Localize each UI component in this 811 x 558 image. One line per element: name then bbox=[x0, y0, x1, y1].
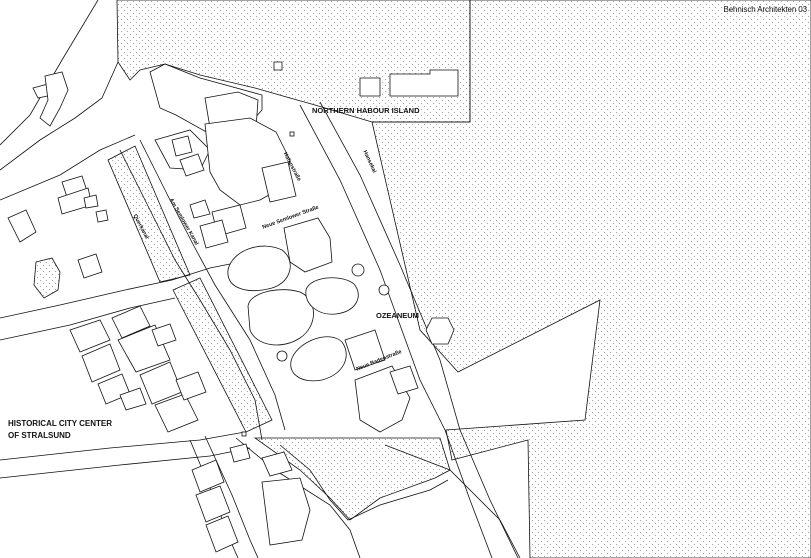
canal-semlower bbox=[172, 277, 273, 433]
water-areas bbox=[33, 0, 811, 558]
marker bbox=[241, 431, 247, 437]
small-markers bbox=[241, 131, 295, 437]
ozeaneum-buildings bbox=[227, 245, 390, 382]
building bbox=[69, 319, 111, 353]
ozeaneum-rotunda bbox=[378, 284, 390, 296]
ozeaneum-shell-1 bbox=[227, 245, 291, 291]
building bbox=[189, 199, 211, 219]
label-northern-habour-island: NORTHERN HABOUR ISLAND bbox=[312, 106, 420, 115]
building bbox=[389, 365, 419, 395]
building bbox=[273, 61, 283, 71]
building bbox=[191, 459, 225, 493]
building bbox=[179, 153, 205, 177]
building bbox=[199, 219, 229, 249]
building bbox=[154, 393, 199, 433]
building bbox=[151, 323, 177, 347]
harbour-basin-south bbox=[253, 437, 451, 521]
building bbox=[83, 194, 99, 209]
building bbox=[425, 317, 455, 345]
building bbox=[171, 135, 193, 157]
building bbox=[205, 515, 239, 553]
ozeaneum-rotunda bbox=[276, 350, 288, 362]
label-historical-city-center: HISTORICAL CITY CENTER bbox=[8, 419, 113, 428]
building bbox=[111, 305, 151, 339]
building bbox=[175, 371, 207, 401]
ozeaneum-rotunda bbox=[351, 263, 365, 277]
building bbox=[389, 69, 459, 97]
marker bbox=[289, 131, 295, 137]
building bbox=[359, 77, 381, 97]
building bbox=[283, 217, 333, 273]
building bbox=[81, 343, 121, 383]
building bbox=[119, 387, 147, 411]
building bbox=[261, 477, 311, 546]
ozeaneum-shell-2 bbox=[247, 289, 314, 346]
building bbox=[261, 451, 293, 477]
building bbox=[229, 443, 251, 463]
building bbox=[39, 71, 69, 127]
ozeaneum-shell-4 bbox=[290, 336, 347, 382]
building bbox=[344, 329, 386, 371]
building bbox=[261, 161, 297, 203]
buildings bbox=[7, 61, 459, 553]
building bbox=[77, 253, 103, 279]
canal-querkanal bbox=[107, 145, 191, 283]
label-of-stralsund: OF STRALSUND bbox=[8, 431, 71, 440]
building bbox=[195, 485, 231, 523]
label-ozeaneum: OZEANEUM bbox=[376, 311, 419, 320]
sea-east bbox=[371, 0, 811, 558]
ozeaneum-shell-3 bbox=[305, 277, 359, 315]
credit-text: Behnisch Architekten 03 bbox=[723, 5, 807, 14]
building bbox=[95, 209, 109, 223]
pond bbox=[33, 257, 61, 299]
building bbox=[7, 209, 37, 243]
